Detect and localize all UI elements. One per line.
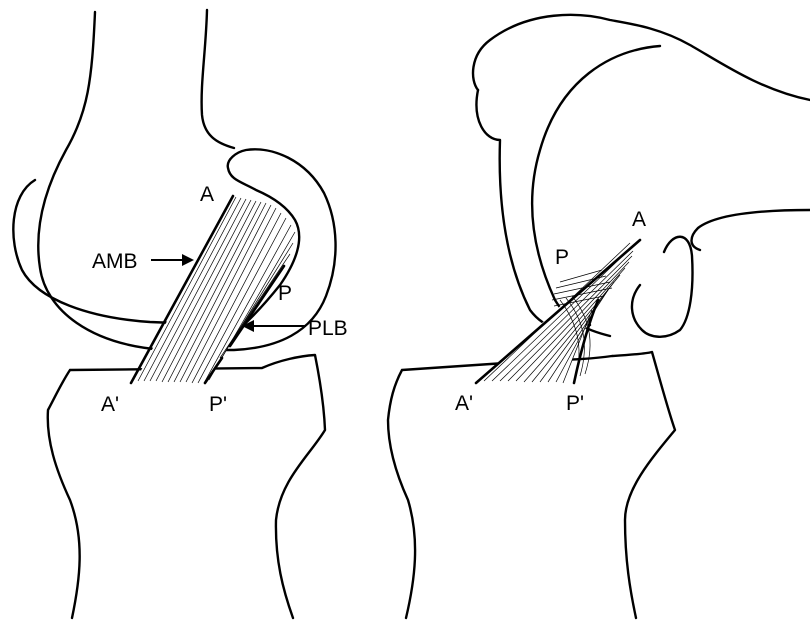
right-label-p: P (555, 246, 569, 269)
right-tibia-outline (388, 352, 675, 618)
left-amb-arrow (151, 254, 194, 266)
right-label-p-prime: P' (566, 392, 584, 415)
left-plb-arrow (242, 320, 306, 332)
left-label-a-prime: A' (101, 393, 119, 416)
left-label-a: A (200, 183, 214, 206)
left-label-amb: AMB (92, 250, 138, 273)
left-tibia-outline (48, 355, 325, 618)
right-label-a-prime: A' (455, 392, 473, 415)
right-femur-outline (473, 15, 810, 336)
left-acl (131, 196, 297, 383)
left-label-p: P (278, 282, 292, 305)
left-label-p-prime: P' (209, 393, 227, 416)
right-knee-flexed: A P A' P' (388, 15, 810, 618)
right-label-a: A (632, 208, 646, 231)
left-knee-extended: A AMB P PLB A' P' (13, 10, 347, 618)
right-patella-outline (632, 237, 693, 337)
left-label-plb: PLB (308, 317, 348, 340)
